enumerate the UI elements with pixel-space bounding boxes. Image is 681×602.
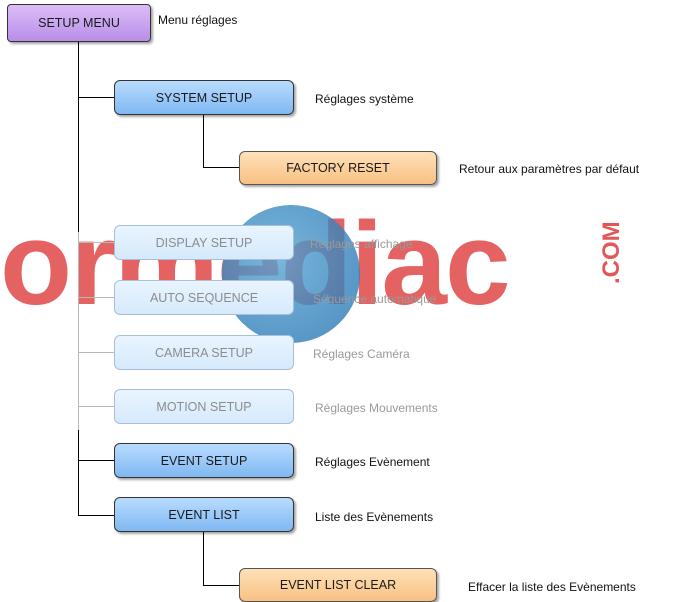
connector-display-setup (78, 242, 114, 243)
system-setup-description: Réglages système (315, 92, 414, 106)
event-list-label: EVENT LIST (168, 507, 240, 522)
auto-sequence-label: AUTO SEQUENCE (149, 290, 259, 305)
connector-event-setup (78, 460, 114, 461)
setup-menu-node: SETUP MENU (7, 4, 151, 42)
event-setup-node: EVENT SETUP (114, 443, 294, 478)
setup-menu-label: SETUP MENU (38, 16, 120, 30)
motion-setup-label: MOTION SETUP (156, 399, 252, 414)
connector-system-setup (78, 97, 114, 98)
event-list-clear-description: Effacer la liste des Evènements (468, 580, 636, 594)
connector-camera-setup (78, 352, 114, 353)
auto-sequence-description: Séquence automatique (313, 292, 437, 306)
display-setup-label: DISPLAY SETUP (155, 235, 253, 250)
event-setup-description: Réglages Evènement (315, 455, 430, 469)
connector-motion-setup (78, 406, 114, 407)
camera-setup-label: CAMERA SETUP (155, 345, 253, 360)
factory-reset-node: FACTORY RESET (239, 151, 437, 185)
motion-setup-node: MOTION SETUP (114, 389, 294, 424)
event-list-clear-node: EVENT LIST CLEAR (239, 568, 437, 602)
connector-factory-reset-vertical (203, 114, 204, 167)
display-setup-node: DISPLAY SETUP (114, 225, 294, 260)
event-list-clear-label: EVENT LIST CLEAR (279, 578, 397, 592)
display-setup-description: Réglages affichage (310, 237, 413, 251)
system-setup-label: SYSTEM SETUP (155, 90, 253, 105)
factory-reset-label: FACTORY RESET (286, 161, 390, 175)
connector-event-list-clear-vertical (203, 532, 204, 585)
motion-setup-description: Réglages Mouvements (315, 401, 438, 415)
connector-trunk-faded (78, 232, 79, 430)
watermark-suffix: .COM (598, 221, 625, 284)
connector-auto-sequence (78, 297, 114, 298)
connector-event-list-clear-horizontal (203, 585, 239, 586)
setup-menu-description: Menu réglages (158, 13, 238, 27)
system-setup-node: SYSTEM SETUP (114, 80, 294, 115)
event-list-node: EVENT LIST (114, 497, 294, 532)
camera-setup-node: CAMERA SETUP (114, 335, 294, 370)
factory-reset-description: Retour aux paramètres par défaut (459, 162, 640, 176)
event-setup-label: EVENT SETUP (160, 453, 248, 468)
auto-sequence-node: AUTO SEQUENCE (114, 280, 294, 315)
connector-trunk-top (78, 42, 79, 232)
connector-trunk-bottom (78, 430, 79, 515)
connector-event-list (78, 515, 114, 516)
connector-factory-reset-horizontal (203, 167, 239, 168)
event-list-description: Liste des Evènements (315, 510, 434, 524)
camera-setup-description: Réglages Caméra (313, 347, 410, 361)
